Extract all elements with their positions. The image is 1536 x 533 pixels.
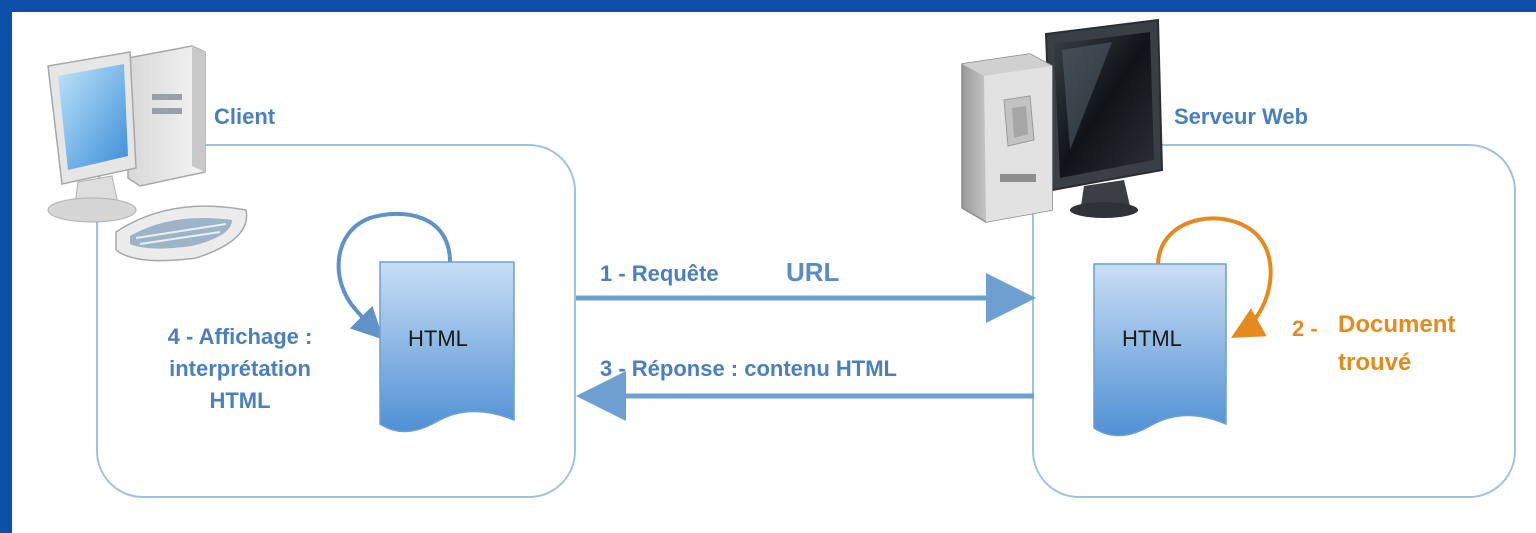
client-document-icon (379, 261, 515, 433)
step4-line2: interprétation (169, 356, 311, 381)
server-loop-arrow (1156, 216, 1273, 338)
client-document-label: HTML (408, 326, 468, 351)
step2-line1: Document (1338, 311, 1455, 338)
server-document-icon (1093, 263, 1227, 437)
client-box (96, 144, 576, 498)
request-url: URL (786, 257, 840, 287)
frame-border-top (0, 0, 1536, 12)
diagram-canvas (12, 12, 1536, 533)
step2-prefix: 2 - (1292, 316, 1318, 341)
frame-border-left (0, 0, 12, 533)
server-computer-icon (961, 18, 1164, 223)
server-title: Serveur Web (1174, 104, 1308, 129)
response-label: 3 - Réponse : contenu HTML (600, 356, 897, 381)
client-title: Client (214, 104, 276, 129)
desktop-computer-icon (47, 45, 248, 262)
server-document-label: HTML (1122, 326, 1182, 351)
step4-line1: 4 - Affichage : (168, 324, 313, 349)
request-label: 1 - Requête (600, 261, 719, 286)
client-loop-arrow (336, 211, 452, 340)
step4-line3: HTML (209, 388, 270, 413)
step2-line2: trouvé (1338, 349, 1411, 376)
